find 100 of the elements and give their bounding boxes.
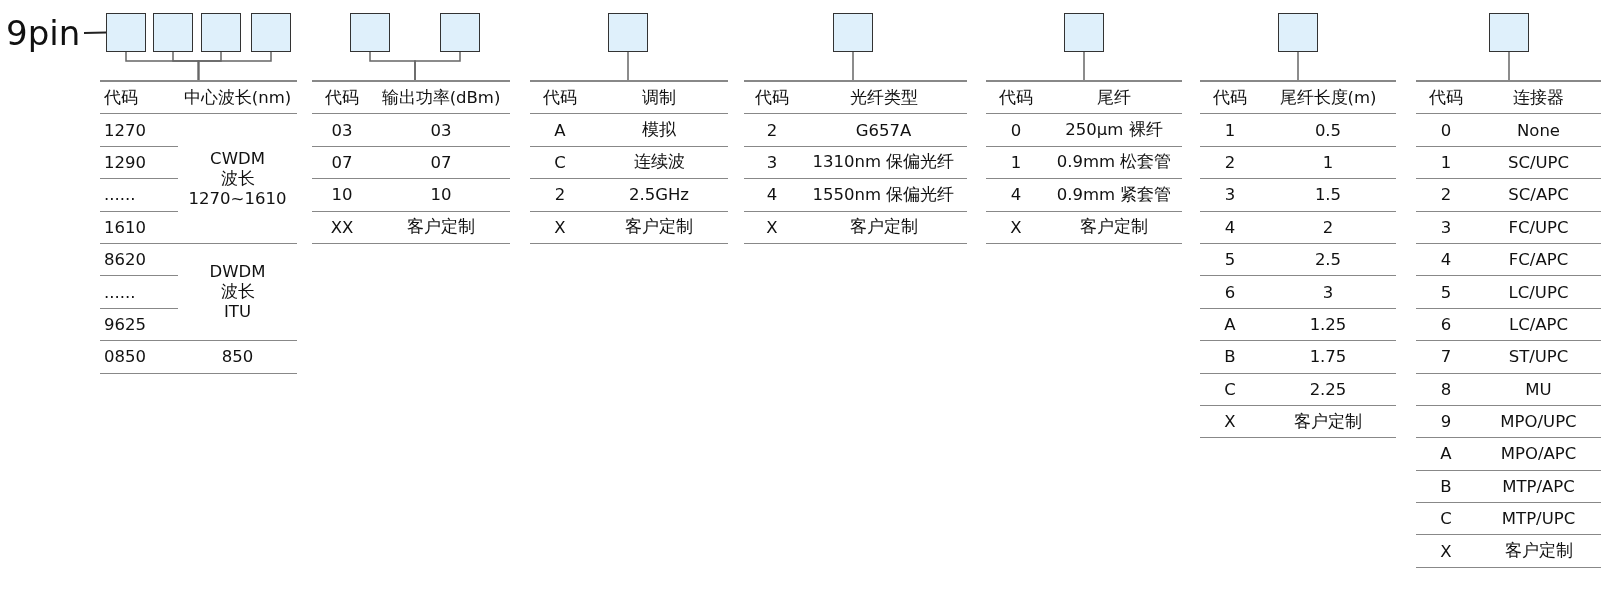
table-cell: 6 — [1416, 308, 1476, 342]
table-cell: ...... — [100, 179, 178, 212]
table-cell: 9 — [1416, 405, 1476, 439]
table-cell: 1.25 — [1260, 308, 1396, 342]
table-cell: 6 — [1200, 276, 1260, 309]
table-cell: MTP/UPC — [1476, 503, 1601, 536]
table-cell: C — [1416, 503, 1476, 536]
table-cell: A — [530, 114, 590, 147]
table-cell: 2 — [1260, 211, 1396, 244]
table-cell: 5 — [1200, 243, 1260, 277]
table-cell: A — [1200, 308, 1260, 342]
table-cell: X — [530, 211, 590, 244]
table-cell: 1 — [1260, 146, 1396, 180]
table-cell: 4 — [986, 179, 1046, 212]
table-cell: MU — [1476, 373, 1601, 406]
table-cell: CWDM 波长 1270~1610 — [178, 114, 297, 244]
table-cell: 客户定制 — [1476, 535, 1601, 568]
table-cell: X — [1200, 405, 1260, 439]
table-cell: 2 — [744, 114, 800, 147]
code-table — [312, 80, 510, 242]
table-cell: 1610 — [100, 211, 178, 244]
code-table — [744, 80, 967, 242]
table-cell: SC/APC — [1476, 179, 1601, 212]
table-cell: B — [1200, 341, 1260, 374]
table-cell: 客户定制 — [372, 211, 510, 244]
table-cell: 1 — [986, 146, 1046, 180]
table-cell: LC/UPC — [1476, 276, 1601, 309]
header-cell: 代码 — [530, 82, 590, 115]
code-table — [1416, 80, 1601, 566]
connector-line — [852, 51, 854, 81]
table-cell: B — [1416, 470, 1476, 504]
table-cell: X — [1416, 535, 1476, 568]
table-cell: MPO/APC — [1476, 438, 1601, 471]
table-cell: 07 — [372, 146, 510, 180]
table-cell: ...... — [100, 276, 178, 309]
table-cell: C — [530, 146, 590, 180]
code-box — [350, 13, 390, 52]
table-cell: 客户定制 — [800, 211, 967, 244]
header-cell: 代码 — [744, 82, 800, 115]
table-cell: 1 — [1200, 114, 1260, 147]
table-cell: 客户定制 — [1260, 405, 1396, 439]
table-cell: X — [744, 211, 800, 244]
table-cell: ST/UPC — [1476, 341, 1601, 374]
code-box — [251, 13, 291, 52]
table-cell: DWDM 波长 ITU — [178, 243, 297, 342]
code-table — [530, 80, 728, 242]
connector-line — [1083, 51, 1085, 81]
header-cell: 连接器 — [1476, 82, 1601, 115]
table-cell: LC/APC — [1476, 308, 1601, 342]
header-cell: 调制 — [590, 82, 728, 115]
header-cell: 中心波长(nm) — [178, 82, 297, 115]
connector-line — [627, 51, 629, 81]
table-cell: 3 — [1200, 179, 1260, 212]
table-cell: 0 — [1416, 114, 1476, 147]
table-cell: 8620 — [100, 243, 178, 277]
table-cell: FC/APC — [1476, 243, 1601, 277]
code-box — [201, 13, 241, 52]
table-cell: 0 — [986, 114, 1046, 147]
connector-line — [1297, 51, 1299, 81]
table-cell: A — [1416, 438, 1476, 471]
table-cell: 8 — [1416, 373, 1476, 406]
table-cell: 4 — [744, 179, 800, 212]
header-cell: 代码 — [1200, 82, 1260, 115]
table-cell: XX — [312, 211, 372, 244]
table-cell: 2 — [1416, 179, 1476, 212]
header-cell: 代码 — [986, 82, 1046, 115]
table-cell: C — [1200, 373, 1260, 406]
table-cell: 0.5 — [1260, 114, 1396, 147]
prefix-label: 9pin — [6, 12, 82, 54]
code-box — [1278, 13, 1318, 52]
table-cell: 2.5 — [1260, 243, 1396, 277]
table-cell: MTP/APC — [1476, 470, 1601, 504]
table-cell: 客户定制 — [590, 211, 728, 244]
code-table — [100, 80, 297, 372]
table-cell: 0.9mm 松套管 — [1046, 146, 1182, 180]
table-cell: 1 — [1416, 146, 1476, 180]
table-cell: 9625 — [100, 308, 178, 342]
header-cell: 代码 — [1416, 82, 1476, 115]
code-box — [1064, 13, 1104, 52]
header-cell: 尾纤长度(m) — [1260, 82, 1396, 115]
code-box — [440, 13, 480, 52]
table-cell: 5 — [1416, 276, 1476, 309]
table-cell: 07 — [312, 146, 372, 180]
connector-line — [83, 31, 107, 34]
table-cell: 2 — [1200, 146, 1260, 180]
table-cell: 0850 — [100, 341, 178, 374]
header-cell: 光纤类型 — [800, 82, 967, 115]
table-cell: 3 — [1416, 211, 1476, 244]
table-cell: 10 — [372, 179, 510, 212]
connector-line — [197, 51, 272, 81]
code-box — [1489, 13, 1529, 52]
table-cell: 250µm 裸纤 — [1046, 114, 1182, 147]
table-cell: 模拟 — [590, 114, 728, 147]
table-cell: 4 — [1200, 211, 1260, 244]
code-box — [608, 13, 648, 52]
connector-line — [1508, 51, 1510, 81]
table-cell: 2.25 — [1260, 373, 1396, 406]
table-cell: None — [1476, 114, 1601, 147]
header-cell: 输出功率(dBm) — [372, 82, 510, 115]
table-cell: 2.5GHz — [590, 179, 728, 212]
